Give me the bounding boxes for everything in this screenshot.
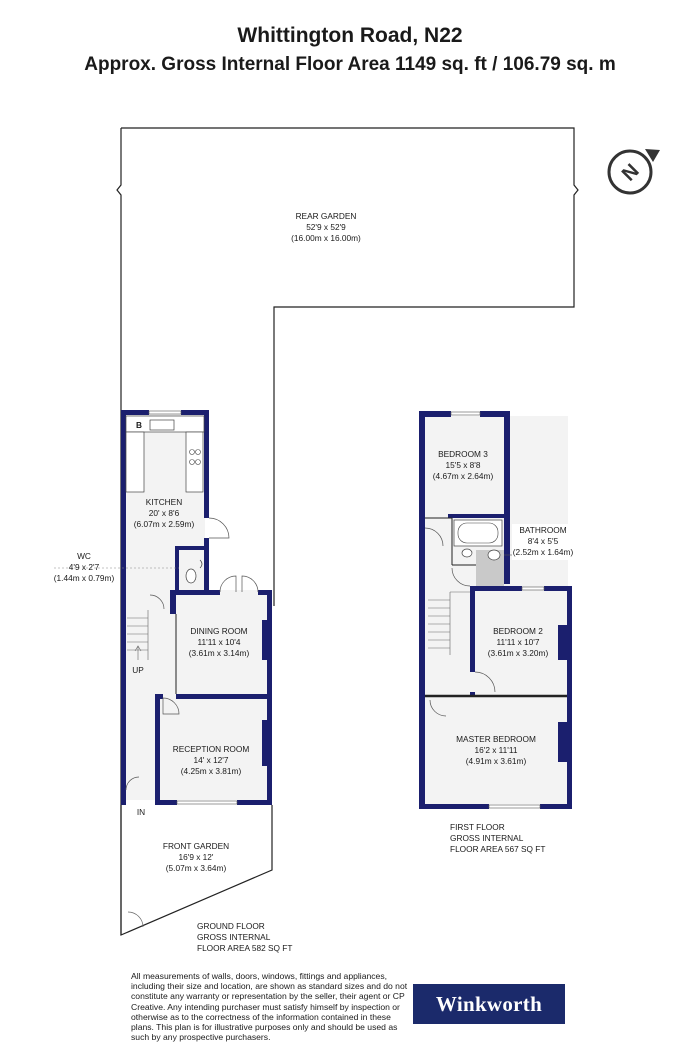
front-garden-outline	[120, 805, 273, 936]
svg-text:(4.67m x 2.64m): (4.67m x 2.64m)	[433, 471, 494, 481]
svg-text:FLOOR AREA 582 SQ FT: FLOOR AREA 582 SQ FT	[197, 943, 292, 953]
svg-text:BEDROOM 2: BEDROOM 2	[493, 626, 543, 636]
svg-text:14' x 12'7: 14' x 12'7	[194, 755, 229, 765]
svg-text:(4.91m x 3.61m): (4.91m x 3.61m)	[466, 756, 527, 766]
svg-text:FIRST FLOOR: FIRST FLOOR	[450, 822, 505, 832]
svg-text:(16.00m x 16.00m): (16.00m x 16.00m)	[291, 233, 361, 243]
label-kitchen: KITCHEN 20' x 8'6 (6.07m x 2.59m)	[134, 497, 195, 529]
plan-subtitle: Approx. Gross Internal Floor Area 1149 s…	[84, 54, 616, 75]
svg-text:DINING ROOM: DINING ROOM	[190, 626, 247, 636]
stairs-up-marker: UP	[132, 665, 144, 675]
bath-icon	[453, 519, 503, 547]
svg-text:52'9 x 52'9: 52'9 x 52'9	[306, 222, 346, 232]
svg-text:4'9 x 2'7: 4'9 x 2'7	[69, 562, 100, 572]
svg-text:FRONT GARDEN: FRONT GARDEN	[163, 841, 229, 851]
svg-text:(1.44m x 0.79m): (1.44m x 0.79m)	[54, 573, 115, 583]
first-floor-walls	[419, 411, 572, 809]
svg-text:WC: WC	[77, 551, 91, 561]
winkworth-logo: Winkworth	[413, 984, 565, 1024]
label-ground-floor: GROUND FLOOR GROSS INTERNAL FLOOR AREA 5…	[197, 921, 292, 953]
rear-garden-outline	[121, 127, 579, 606]
svg-text:BEDROOM 3: BEDROOM 3	[438, 449, 488, 459]
svg-text:GROSS INTERNAL: GROSS INTERNAL	[197, 932, 271, 942]
first-floor-area	[424, 416, 568, 804]
svg-text:KITCHEN: KITCHEN	[146, 497, 182, 507]
label-bedroom-3: BEDROOM 3 15'5 x 8'8 (4.67m x 2.64m)	[433, 449, 494, 481]
label-first-floor: FIRST FLOOR GROSS INTERNAL FLOOR AREA 56…	[450, 822, 545, 854]
wc-toilet-icon	[185, 568, 197, 584]
svg-text:11'11 x 10'7: 11'11 x 10'7	[497, 637, 540, 647]
svg-text:20' x 8'6: 20' x 8'6	[149, 508, 180, 518]
svg-text:8'4 x 5'5: 8'4 x 5'5	[528, 536, 559, 546]
svg-text:16'2 x 11'11: 16'2 x 11'11	[475, 745, 518, 755]
wc-walls	[175, 546, 209, 594]
plan-title: Whittington Road, N22	[237, 24, 463, 47]
label-bedroom-2: BEDROOM 2 11'11 x 10'7 (3.61m x 3.20m)	[488, 626, 549, 658]
svg-text:11'11 x 10'4: 11'11 x 10'4	[198, 637, 241, 647]
svg-text:(5.07m x 3.64m): (5.07m x 3.64m)	[166, 863, 227, 873]
boiler-marker: B	[136, 420, 142, 430]
ground-floor-walls	[121, 590, 272, 805]
label-wc: WC 4'9 x 2'7 (1.44m x 0.79m)	[54, 551, 115, 583]
svg-text:RECEPTION ROOM: RECEPTION ROOM	[173, 744, 250, 754]
entrance-marker: IN	[137, 807, 145, 817]
label-dining-room: DINING ROOM 11'11 x 10'4 (3.61m x 3.14m)	[189, 626, 250, 658]
ground-stairs	[127, 610, 149, 660]
label-reception-room: RECEPTION ROOM 14' x 12'7 (4.25m x 3.81m…	[173, 744, 250, 776]
svg-text:MASTER BEDROOM: MASTER BEDROOM	[456, 734, 536, 744]
label-master-bedroom: MASTER BEDROOM 16'2 x 11'11 (4.91m x 3.6…	[456, 734, 536, 766]
first-floor-stairs	[428, 591, 470, 655]
svg-text:GROSS INTERNAL: GROSS INTERNAL	[450, 833, 524, 843]
disclaimer-text: All measurements of walls, doors, window…	[131, 971, 408, 1043]
svg-text:(3.61m x 3.14m): (3.61m x 3.14m)	[189, 648, 250, 658]
svg-text:REAR GARDEN: REAR GARDEN	[296, 211, 357, 221]
svg-text:BATHROOM: BATHROOM	[519, 525, 566, 535]
reception-area	[155, 698, 268, 800]
svg-text:15'5 x 8'8: 15'5 x 8'8	[446, 460, 481, 470]
north-compass-icon: N	[607, 149, 660, 195]
label-front-garden: FRONT GARDEN 16'9 x 12' (5.07m x 3.64m)	[163, 841, 229, 873]
svg-text:(6.07m x 2.59m): (6.07m x 2.59m)	[134, 519, 195, 529]
label-rear-garden: REAR GARDEN 52'9 x 52'9 (16.00m x 16.00m…	[291, 211, 361, 243]
svg-text:(2.52m x 1.64m): (2.52m x 1.64m)	[513, 547, 574, 557]
svg-text:GROUND FLOOR: GROUND FLOOR	[197, 921, 265, 931]
svg-text:16'9 x 12': 16'9 x 12'	[179, 852, 214, 862]
svg-text:(3.61m x 3.20m): (3.61m x 3.20m)	[488, 648, 549, 658]
svg-text:(4.25m x 3.81m): (4.25m x 3.81m)	[181, 766, 242, 776]
label-bathroom: BATHROOM 8'4 x 5'5 (2.52m x 1.64m)	[513, 525, 574, 557]
svg-text:FLOOR AREA 567 SQ FT: FLOOR AREA 567 SQ FT	[450, 844, 545, 854]
